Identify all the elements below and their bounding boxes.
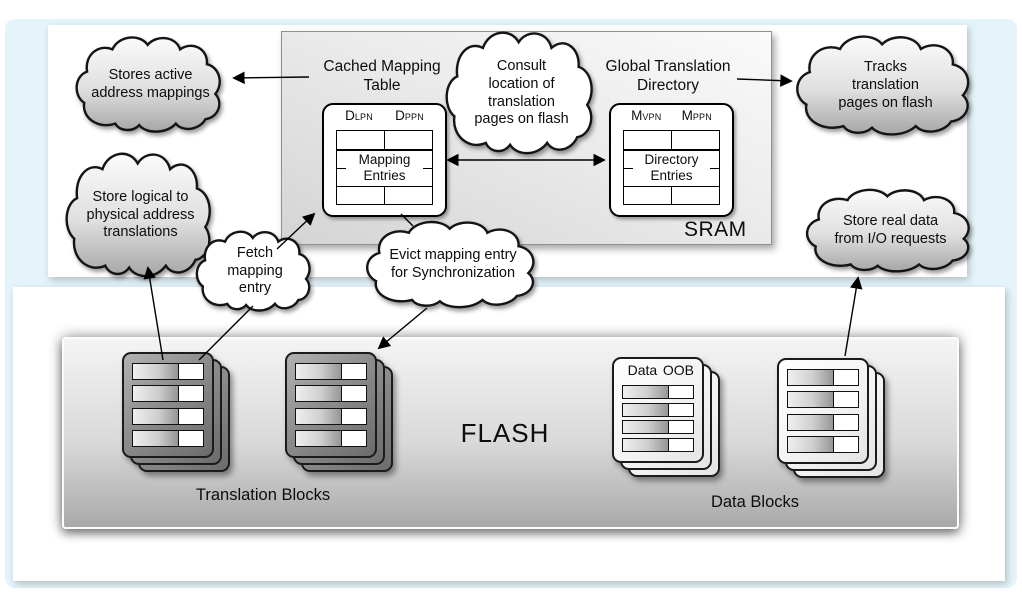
page-row [132, 385, 204, 403]
oob-column-label: OOB [662, 362, 694, 378]
cached-mapping-table-widget: DLPN DPPN Mapping Entries [322, 103, 447, 217]
translation-blocks-label: Translation Blocks [195, 486, 331, 504]
data-block-stack-1: Data OOB [612, 357, 726, 481]
page-row [622, 402, 694, 417]
page-row [622, 385, 694, 399]
data-block-stack-2 [777, 358, 891, 482]
flash-label: FLASH [460, 418, 550, 448]
grid-line [670, 131, 673, 150]
grid-line [337, 167, 346, 169]
sram-label: SRAM [684, 218, 747, 241]
page-row [132, 407, 204, 425]
page-row [132, 363, 204, 380]
gtd-col-mvpn: MVPN [631, 108, 662, 123]
page-row [622, 420, 694, 435]
gtd-col-mppn: MPPN [681, 108, 712, 123]
page-row [787, 369, 859, 386]
grid-line [670, 185, 673, 204]
cmt-grid: Mapping Entries [336, 130, 433, 205]
page-row [787, 435, 859, 453]
page-row [295, 363, 367, 380]
cached-mapping-table-title: Cached Mapping Table [323, 58, 441, 94]
data-oob-header: Data OOB [622, 362, 694, 378]
page-row [622, 437, 694, 452]
flash-page [122, 352, 214, 458]
gtd-body-label: Directory Entries [644, 152, 699, 183]
cmt-col-dppn: DPPN [395, 108, 424, 123]
flash-page [285, 352, 377, 458]
grid-line [337, 149, 432, 151]
grid-line [423, 167, 432, 169]
grid-line [624, 149, 719, 151]
grid-line [383, 131, 386, 150]
page-row [295, 407, 367, 425]
cmt-body-label: Mapping Entries [358, 152, 411, 183]
translation-block-stack-1 [122, 352, 236, 476]
global-translation-directory-title: Global Translation Directory [605, 58, 731, 94]
data-column-label: Data [627, 362, 658, 378]
global-translation-directory-widget: MVPN MPPN Directory Entries [609, 103, 734, 217]
page-row [295, 385, 367, 403]
cmt-column-headers: DLPN DPPN [334, 108, 435, 123]
flash-page [777, 358, 869, 464]
page-row [787, 413, 859, 431]
grid-line [624, 167, 633, 169]
grid-line [710, 167, 719, 169]
data-blocks-label: Data Blocks [710, 493, 800, 511]
gtd-column-headers: MVPN MPPN [621, 108, 722, 123]
page-row [132, 429, 204, 447]
translation-block-stack-2 [285, 352, 399, 476]
page-row [787, 391, 859, 409]
gtd-grid: Directory Entries [623, 130, 720, 205]
flash-page: Data OOB [612, 357, 704, 463]
cmt-col-dlpn: DLPN [345, 108, 373, 123]
grid-line [383, 185, 386, 204]
page-row [295, 429, 367, 447]
